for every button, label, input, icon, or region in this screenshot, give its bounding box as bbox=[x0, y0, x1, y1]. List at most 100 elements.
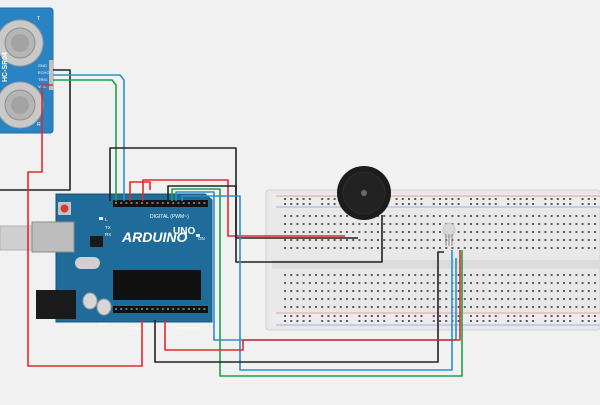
arduino-model-label: UNO bbox=[173, 226, 195, 237]
breadboard-hole bbox=[377, 231, 379, 233]
breadboard-hole bbox=[296, 247, 299, 249]
breadboard-hole bbox=[321, 290, 324, 292]
breadboard-hole bbox=[575, 290, 578, 292]
breadboard-hole bbox=[308, 231, 311, 233]
breadboard-hole bbox=[525, 320, 528, 322]
breadboard[interactable] bbox=[265, 189, 600, 331]
breadboard-hole bbox=[513, 198, 516, 200]
breadboard-hole bbox=[414, 223, 417, 225]
breadboard-hole bbox=[408, 247, 410, 249]
wire-to-led-blue[interactable] bbox=[175, 191, 457, 341]
wire-gnd-to-led[interactable] bbox=[154, 251, 444, 363]
breadboard-hole bbox=[538, 282, 541, 284]
breadboard-hole bbox=[426, 298, 429, 300]
wire-sensor-vcc[interactable] bbox=[27, 84, 143, 367]
breadboard-hole bbox=[395, 247, 398, 249]
breadboard-hole bbox=[414, 290, 417, 292]
wire-arduino-red-short[interactable] bbox=[129, 181, 151, 201]
wire-sensor-gnd[interactable] bbox=[0, 69, 71, 191]
breadboard-hole bbox=[587, 231, 590, 233]
breadboard-hole bbox=[563, 290, 565, 292]
breadboard-hole bbox=[401, 215, 404, 217]
breadboard-hole bbox=[550, 320, 553, 322]
breadboard-hole bbox=[501, 298, 503, 300]
breadboard-hole bbox=[594, 203, 596, 205]
breadboard-hole bbox=[284, 274, 286, 276]
breadboard-hole bbox=[284, 239, 286, 241]
breadboard-hole bbox=[284, 203, 286, 205]
breadboard-hole bbox=[513, 320, 516, 322]
wire-sensor-echo[interactable] bbox=[53, 74, 125, 201]
breadboard-hole bbox=[296, 274, 299, 276]
breadboard-hole bbox=[594, 231, 596, 233]
breadboard-hole bbox=[364, 298, 367, 300]
sensor-transducer-top bbox=[0, 19, 44, 67]
breadboard-hole bbox=[327, 247, 330, 249]
breadboard-hole bbox=[563, 274, 565, 276]
breadboard-hole bbox=[556, 298, 559, 300]
wire-gnd-to-buzzer[interactable] bbox=[109, 147, 358, 239]
breadboard-hole bbox=[507, 306, 510, 308]
wire-sensor-trig[interactable] bbox=[53, 79, 117, 201]
breadboard-hole bbox=[488, 231, 491, 233]
breadboard-hole bbox=[308, 247, 311, 249]
breadboard-hole bbox=[463, 231, 466, 233]
power-label: POWER bbox=[128, 326, 146, 331]
reset-button[interactable] bbox=[60, 204, 69, 213]
breadboard-hole bbox=[290, 298, 293, 300]
breadboard-hole bbox=[587, 290, 590, 292]
wire-gnd-to-breadboard[interactable] bbox=[167, 185, 383, 263]
wire-to-led-2[interactable] bbox=[181, 195, 453, 371]
breadboard-hole bbox=[401, 239, 404, 241]
breadboard-hole bbox=[513, 290, 516, 292]
breadboard-hole bbox=[284, 315, 286, 317]
piezo-buzzer[interactable] bbox=[337, 166, 391, 220]
ultrasonic-sensor[interactable]: HC-SR04 T R GND ECHO TRIG VCC bbox=[0, 7, 54, 134]
breadboard-hole bbox=[569, 223, 572, 225]
on-led bbox=[196, 234, 200, 237]
breadboard-hole bbox=[507, 239, 510, 241]
breadboard-hole bbox=[352, 247, 355, 249]
breadboard-hole bbox=[333, 282, 336, 284]
breadboard-hole bbox=[389, 231, 392, 233]
breadboard-hole bbox=[377, 320, 379, 322]
breadboard-hole bbox=[532, 231, 534, 233]
breadboard-hole bbox=[377, 274, 379, 276]
breadboard-hole bbox=[358, 320, 361, 322]
breadboard-hole bbox=[414, 247, 417, 249]
breadboard-hole bbox=[538, 231, 541, 233]
breadboard-hole bbox=[401, 274, 404, 276]
breadboard-hole bbox=[321, 274, 324, 276]
breadboard-hole bbox=[587, 306, 590, 308]
breadboard-hole bbox=[488, 215, 491, 217]
breadboard-hole bbox=[321, 198, 324, 200]
breadboard-hole bbox=[327, 290, 330, 292]
breadboard-hole bbox=[346, 315, 348, 317]
breadboard-hole bbox=[377, 247, 379, 249]
breadboard-hole bbox=[401, 290, 404, 292]
breadboard-hole bbox=[476, 215, 479, 217]
breadboard-hole bbox=[513, 247, 516, 249]
breadboard-hole bbox=[594, 282, 596, 284]
breadboard-hole bbox=[525, 247, 528, 249]
breadboard-hole bbox=[339, 290, 342, 292]
breadboard-hole bbox=[569, 198, 572, 200]
wire-d8-to-buzzer[interactable] bbox=[142, 179, 345, 237]
breadboard-hole bbox=[383, 282, 386, 284]
breadboard-hole bbox=[575, 282, 578, 284]
breadboard-hole bbox=[383, 320, 386, 322]
arduino-uno-board[interactable]: DIGITAL (PWM~) ARDUINO UNO POWER ANALOG … bbox=[0, 193, 213, 331]
breadboard-hole bbox=[352, 223, 355, 225]
breadboard-hole bbox=[587, 203, 590, 205]
wire-to-led-red[interactable] bbox=[164, 250, 461, 351]
breadboard-hole bbox=[494, 215, 497, 217]
breadboard-hole bbox=[494, 290, 497, 292]
breadboard-hole bbox=[290, 306, 293, 308]
breadboard-hole bbox=[463, 298, 466, 300]
rgb-led[interactable] bbox=[442, 222, 456, 246]
breadboard-hole bbox=[494, 315, 497, 317]
breadboard-hole bbox=[569, 239, 572, 241]
analog-label: ANALOG IN bbox=[175, 326, 200, 331]
breadboard-hole bbox=[302, 315, 305, 317]
wire-to-led-green[interactable] bbox=[171, 188, 463, 377]
